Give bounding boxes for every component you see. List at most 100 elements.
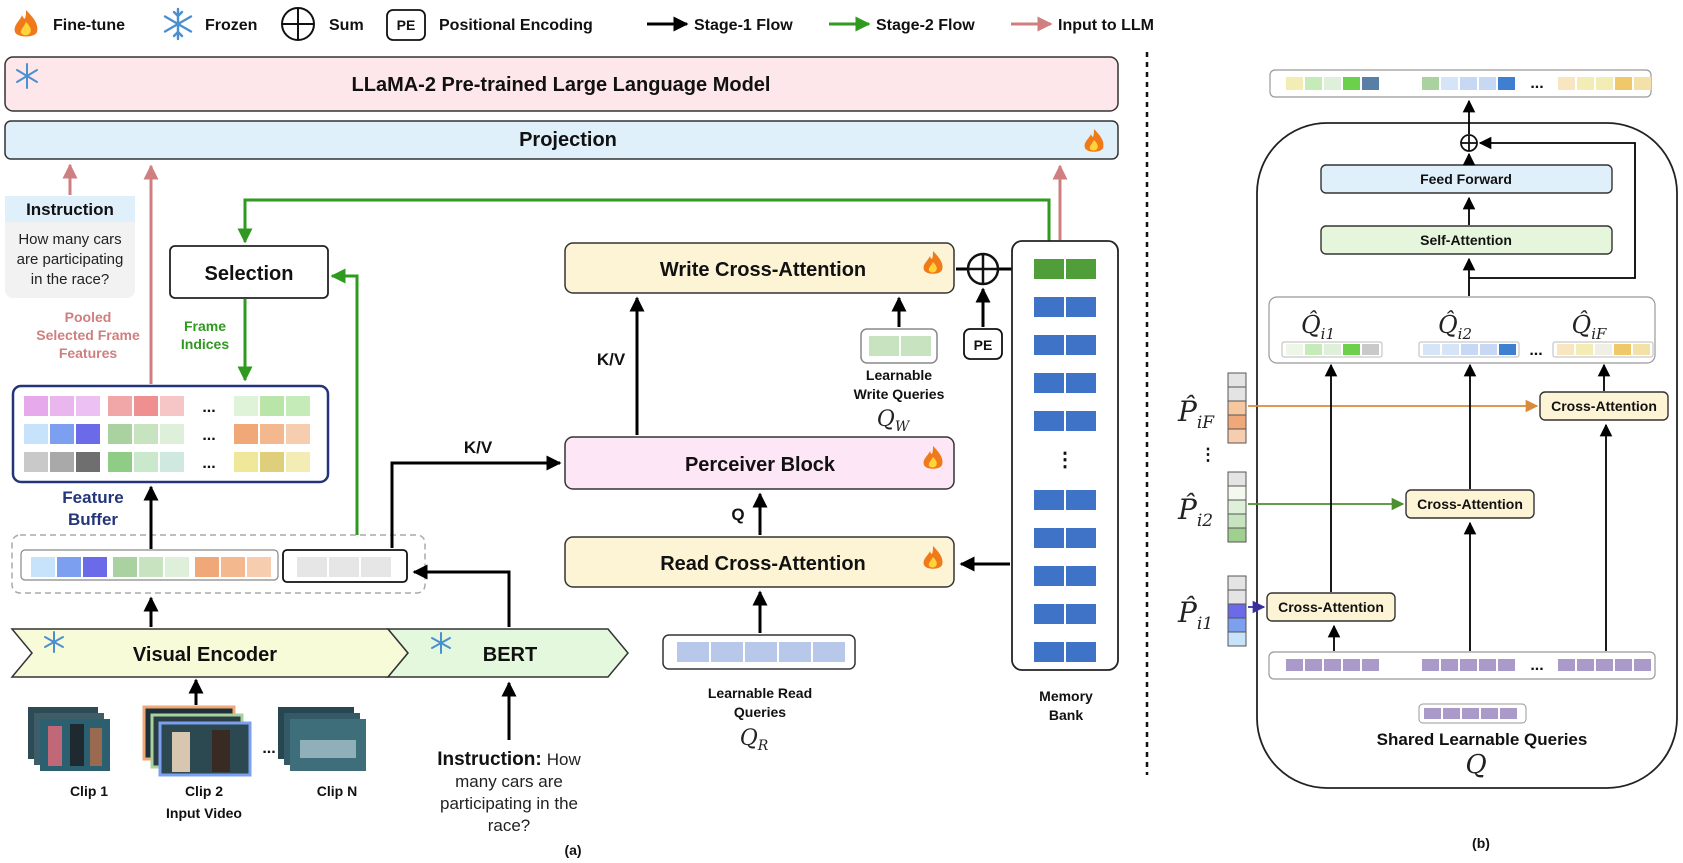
memory-bank-blocks	[1034, 259, 1096, 662]
read-ca-fire-icon	[923, 546, 943, 569]
legend-input-llm-label: Input to LLM	[1058, 17, 1154, 34]
fusion-module-container	[1256, 122, 1678, 789]
write-queries-line-1: Learnable	[866, 367, 932, 383]
projection-fire-icon	[1084, 129, 1104, 152]
write-query-cell-2	[901, 336, 931, 356]
p-hat-1-base: P̂	[1177, 596, 1198, 629]
pooled-line-1: Pooled	[65, 309, 112, 325]
self-attention-label: Self-Attention	[1420, 232, 1512, 248]
write-cross-attention-label: Write Cross-Attention	[660, 259, 866, 281]
output-dots: ...	[1530, 75, 1543, 92]
snowflake-icon	[163, 7, 193, 41]
p-hat-1-stack	[1227, 575, 1247, 647]
visual-feature-cells	[31, 557, 271, 577]
instruction-card-header	[5, 196, 135, 222]
read-queries-line-1: Learnable Read	[708, 685, 812, 701]
bert-to-text-feature-arrow	[412, 564, 511, 627]
shared-queries-dots: ...	[1530, 657, 1543, 674]
frame-indices-line-2: Indices	[181, 336, 229, 352]
p-hat-f-stack	[1227, 372, 1247, 444]
instruction-line-2: are participating	[17, 251, 124, 268]
bottom-instruction-line-1: Instruction: How	[437, 749, 581, 770]
p-hat-2-base: P̂	[1177, 493, 1198, 526]
read-cross-attention-label: Read Cross-Attention	[660, 553, 866, 575]
feature-buffer-dots-2: ...	[202, 427, 215, 444]
bottom-instruction-line-3: participating in the	[440, 794, 578, 813]
legend: Fine-tune Frozen Sum PE Positional Encod…	[14, 7, 1154, 41]
cross-attention-2-label: Cross-Attention	[1417, 496, 1523, 512]
read-query-cells	[677, 642, 845, 662]
memory-bank-line-2: Bank	[1049, 707, 1083, 723]
residual-sum-icon	[1460, 134, 1478, 152]
selection-block	[169, 245, 329, 299]
p-hat-f-label: P̂iF	[1177, 395, 1215, 433]
output-token-cells	[1286, 77, 1651, 90]
cross-attention-1-label: Cross-Attention	[1278, 599, 1384, 615]
q-hat-dots: ...	[1529, 342, 1542, 359]
cross-attention-f-block	[1539, 391, 1669, 421]
llm-snowflake-icon	[16, 63, 38, 89]
bottom-instruction-line-2: many cars are	[455, 772, 563, 791]
cross-attention-1-block	[1266, 592, 1396, 622]
bottom-instruction-first: How	[547, 750, 582, 769]
fire-icon	[14, 10, 38, 37]
p-hat-2-label: P̂i2	[1177, 493, 1213, 531]
q-hat-f-sub: iF	[1591, 325, 1607, 343]
sum-node-icon	[966, 252, 1000, 286]
panel-a-caption: (a)	[564, 842, 581, 858]
write-query-cell-1	[869, 336, 899, 356]
bottom-instruction-bold: Instruction:	[437, 749, 542, 770]
legend-sum-label: Sum	[329, 17, 364, 34]
legend-pe-label: Positional Encoding	[439, 17, 593, 34]
write-cross-attention-block	[564, 242, 955, 294]
feature-buffer-line-1: Feature	[62, 488, 123, 507]
projection-block	[4, 120, 1119, 160]
p-hat-f-base: P̂	[1177, 395, 1198, 428]
perceiver-block	[564, 436, 955, 490]
write-queries-line-2: Write Queries	[854, 386, 945, 402]
clip-n-label: Clip N	[317, 783, 357, 799]
p-hat-2-sub: i2	[1197, 511, 1213, 531]
perceiver-fire-icon	[923, 446, 943, 469]
legend-pe-badge	[386, 9, 426, 41]
instruction-line-3: in the race?	[31, 271, 109, 288]
text-feature-cells	[297, 557, 391, 577]
residual-arrow	[1469, 136, 1636, 279]
qr-base: Q	[740, 726, 758, 751]
kv-label-perceiver: K/V	[464, 438, 493, 457]
p-hat-1-label: P̂i1	[1177, 596, 1213, 634]
memory-bank-line-1: Memory	[1039, 688, 1093, 704]
bert-label: BERT	[483, 644, 537, 666]
cross-attention-2-block	[1405, 489, 1535, 519]
cross-attention-f-label: Cross-Attention	[1551, 398, 1657, 414]
feature-buffer-cells	[24, 396, 310, 472]
memory-bank-vdots: ⋮	[1055, 449, 1075, 471]
panel-b-caption: (b)	[1472, 835, 1490, 851]
projection-label: Projection	[519, 129, 617, 151]
perceiver-label: Perceiver Block	[685, 454, 836, 476]
shared-queries-label: Shared Learnable Queries	[1377, 730, 1588, 749]
q-hat-f-label: Q̂iF	[1572, 311, 1607, 343]
bert-block	[386, 628, 629, 678]
legend-stage1-label: Stage-1 Flow	[694, 17, 793, 34]
shared-q-symbol: Q	[1465, 750, 1486, 780]
clip-2-thumbnails	[142, 705, 252, 777]
visual-encoder-snowflake-icon	[44, 631, 64, 653]
shared-queries-sample-cells	[1424, 708, 1517, 719]
q-hat-1-label: Q̂i1	[1301, 311, 1335, 343]
read-queries-line-2: Queries	[734, 704, 786, 720]
legend-frozen-label: Frozen	[205, 17, 257, 34]
clip-2-label: Clip 2	[185, 783, 223, 799]
bert-snowflake-icon	[431, 632, 451, 654]
p-hat-f-sub: iF	[1197, 413, 1215, 433]
feature-buffer-dots-1: ...	[202, 399, 215, 416]
feed-forward-label: Feed Forward	[1420, 171, 1512, 187]
p-hat-1-sub: i1	[1197, 614, 1213, 634]
instruction-line-1: How many cars	[18, 231, 121, 248]
clip-1-label: Clip 1	[70, 783, 108, 799]
bottom-instruction-line-4: race?	[488, 816, 531, 835]
p-hat-2-stack	[1227, 471, 1247, 543]
qw-base: Q	[877, 407, 895, 432]
self-attention-block	[1320, 225, 1613, 255]
